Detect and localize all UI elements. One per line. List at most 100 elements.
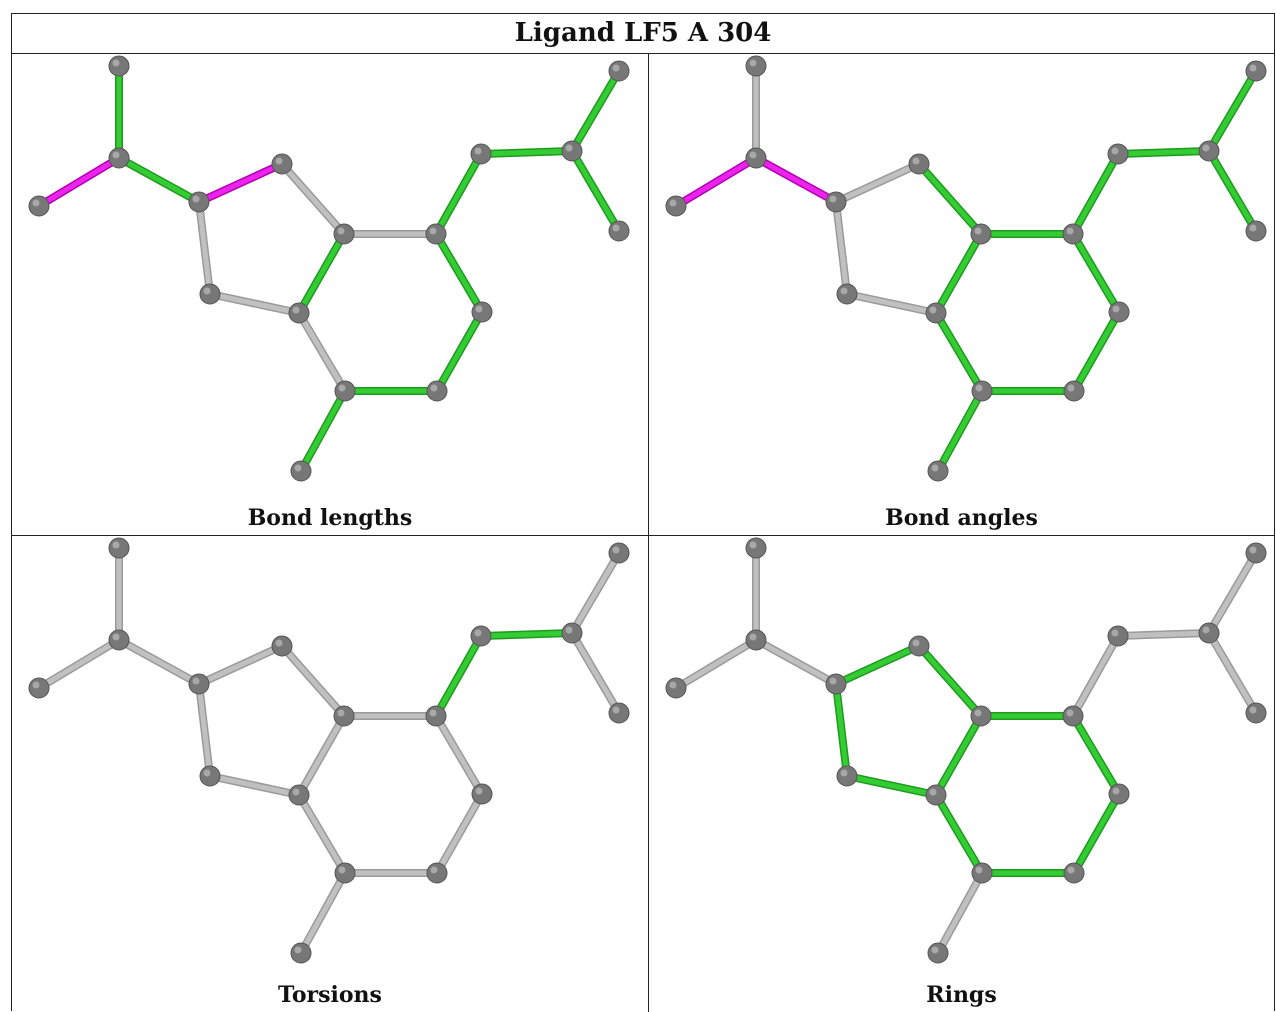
panel-caption: Bond angles bbox=[885, 505, 1038, 531]
atom-highlight bbox=[203, 769, 211, 777]
atom-C14 bbox=[927, 460, 949, 482]
bond-C12-C13 bbox=[1070, 231, 1122, 315]
bonds-group bbox=[35, 544, 623, 957]
atom-highlight bbox=[912, 639, 920, 647]
molecule-view-bond-lengths bbox=[28, 55, 630, 482]
atom-C3 bbox=[665, 677, 687, 699]
atom-highlight bbox=[1111, 147, 1119, 155]
bond-C2-C4 bbox=[753, 637, 839, 687]
atom-C5 bbox=[908, 153, 930, 175]
atom-highlight bbox=[32, 681, 40, 689]
panel-bond-lengths: Bond lengths bbox=[12, 54, 649, 536]
bond-C4-C6 bbox=[196, 199, 213, 297]
atom-C18 bbox=[1245, 702, 1267, 724]
atom-highlight bbox=[975, 384, 983, 392]
atom-highlight bbox=[292, 788, 300, 796]
atom-highlight bbox=[1112, 787, 1120, 795]
atoms-group bbox=[665, 537, 1267, 964]
atom-highlight bbox=[475, 305, 483, 313]
bond-C4-C5 bbox=[196, 161, 285, 205]
atom-highlight bbox=[429, 709, 437, 717]
bond-C6-C9 bbox=[207, 773, 302, 798]
atom-C16 bbox=[1198, 622, 1220, 644]
atom-C4 bbox=[188, 673, 210, 695]
panel-caption: Bond lengths bbox=[247, 505, 413, 531]
atom-C8 bbox=[333, 705, 355, 727]
atoms-group bbox=[665, 55, 1267, 482]
bond-C2-C3 bbox=[36, 637, 122, 691]
atom-C16 bbox=[561, 140, 583, 162]
atom-highlight bbox=[1249, 64, 1257, 72]
ligand-report-table: Ligand LF5 A 304 Bond lengths Bond angle… bbox=[11, 13, 1275, 1012]
atom-C12 bbox=[1108, 301, 1130, 323]
bond-C12-C13 bbox=[433, 231, 485, 315]
atom-C13 bbox=[1062, 705, 1084, 727]
atom-C12 bbox=[471, 301, 493, 323]
atom-highlight bbox=[749, 59, 757, 67]
bonds-group bbox=[35, 62, 623, 475]
bonds-group bbox=[672, 62, 1260, 475]
bond-C9-C10 bbox=[296, 310, 348, 394]
bond-C4-C6 bbox=[196, 681, 213, 779]
bond-C15-C16 bbox=[478, 630, 575, 639]
bond-C4-C5 bbox=[833, 643, 922, 687]
atom-C13 bbox=[1062, 223, 1084, 245]
atom-C13 bbox=[425, 223, 447, 245]
bond-C16-C18 bbox=[569, 630, 622, 716]
bond-C10-C14 bbox=[935, 870, 985, 956]
bond-C16-C17 bbox=[569, 550, 622, 636]
atom-C10 bbox=[334, 862, 356, 884]
atom-highlight bbox=[749, 151, 757, 159]
bond-C4-C5 bbox=[833, 161, 922, 205]
atom-highlight bbox=[430, 866, 438, 874]
atom-C2 bbox=[745, 629, 767, 651]
bond-C16-C17 bbox=[1206, 68, 1259, 154]
atom-highlight bbox=[749, 541, 757, 549]
bond-C9-C10 bbox=[296, 792, 348, 876]
atom-C15 bbox=[470, 143, 492, 165]
atom-highlight bbox=[338, 384, 346, 392]
bond-C16-C17 bbox=[1206, 550, 1259, 636]
bond-C2-C4 bbox=[116, 637, 202, 687]
atom-highlight bbox=[1111, 629, 1119, 637]
atom-highlight bbox=[912, 157, 920, 165]
atom-C10 bbox=[971, 380, 993, 402]
atom-highlight bbox=[1249, 224, 1257, 232]
bond-C8-C9 bbox=[296, 231, 347, 316]
atom-C5 bbox=[908, 635, 930, 657]
bond-C11-C12 bbox=[1071, 791, 1122, 876]
atom-C8 bbox=[333, 223, 355, 245]
bond-C8-C9 bbox=[933, 713, 984, 798]
atom-C17 bbox=[1245, 60, 1267, 82]
atom-C1 bbox=[745, 55, 767, 77]
bond-C5-C8 bbox=[279, 161, 347, 237]
atom-highlight bbox=[112, 151, 120, 159]
bonds-group bbox=[672, 544, 1260, 957]
bond-C4-C6 bbox=[833, 681, 850, 779]
bond-C15-C16 bbox=[1115, 630, 1212, 639]
atom-highlight bbox=[275, 157, 283, 165]
atom-C11 bbox=[1063, 380, 1085, 402]
atom-highlight bbox=[337, 709, 345, 717]
bond-C4-C6 bbox=[833, 199, 850, 297]
atom-C14 bbox=[290, 942, 312, 964]
atom-C11 bbox=[1063, 862, 1085, 884]
atom-C6 bbox=[836, 765, 858, 787]
atom-highlight bbox=[1067, 866, 1075, 874]
atom-highlight bbox=[1249, 546, 1257, 554]
atom-C9 bbox=[925, 302, 947, 324]
atom-highlight bbox=[565, 144, 573, 152]
bond-C8-C9 bbox=[933, 231, 984, 316]
atom-highlight bbox=[974, 709, 982, 717]
atom-highlight bbox=[1067, 384, 1075, 392]
atom-C18 bbox=[608, 702, 630, 724]
bond-C5-C8 bbox=[279, 643, 347, 719]
atom-C9 bbox=[925, 784, 947, 806]
atom-highlight bbox=[32, 199, 40, 207]
bond-C2-C3 bbox=[36, 155, 122, 209]
atom-highlight bbox=[612, 706, 620, 714]
atom-highlight bbox=[931, 464, 939, 472]
bond-C13-C15 bbox=[1070, 633, 1121, 719]
atom-highlight bbox=[565, 626, 573, 634]
atoms-group bbox=[28, 55, 630, 482]
